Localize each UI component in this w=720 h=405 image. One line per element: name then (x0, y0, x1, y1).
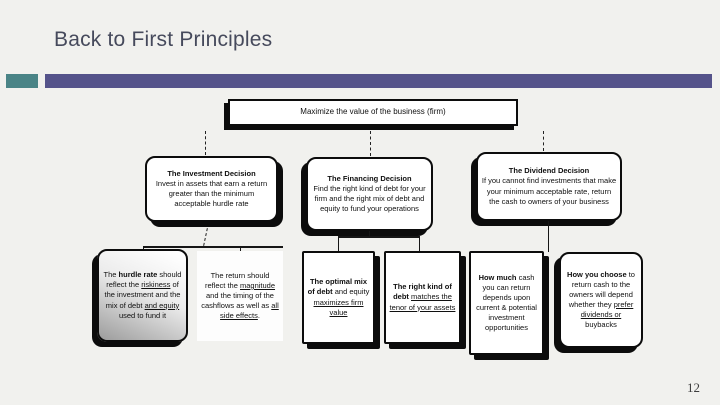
accent-bar-teal (6, 74, 38, 88)
connector-financing-branch (338, 236, 420, 238)
connector-drop-optimal (338, 236, 339, 251)
connector-root-financing (370, 131, 371, 156)
connector-dividend-stub (548, 221, 549, 252)
page-number: 12 (687, 380, 700, 395)
connector-drop-return (240, 246, 241, 252)
slide-title: Back to First Principles (54, 28, 273, 51)
box-maximize-value: Maximize the value of the business (firm… (228, 99, 518, 126)
accent-bar-purple (45, 74, 712, 88)
box-right-kind-of-debt: The right kind of debt matches the tenor… (384, 251, 461, 344)
connector-financing-stub (369, 231, 370, 237)
connector-investment-branch (143, 246, 283, 248)
box-how-much-cash: How much cash you can return depends upo… (469, 251, 544, 355)
box-how-you-choose: How you choose to return cash to the own… (559, 252, 643, 348)
connector-root-investment (205, 131, 206, 155)
connector-drop-rightkind (419, 236, 420, 251)
box-hurdle-rate: The hurdle rate should reflect the riski… (97, 249, 188, 342)
connector-investment-stub (203, 228, 208, 246)
box-return: The return should reflect the magnitude … (197, 251, 283, 341)
box-optimal-mix: The optimal mix of debt and equity maxim… (302, 251, 375, 344)
connector-root-dividend (543, 131, 544, 151)
